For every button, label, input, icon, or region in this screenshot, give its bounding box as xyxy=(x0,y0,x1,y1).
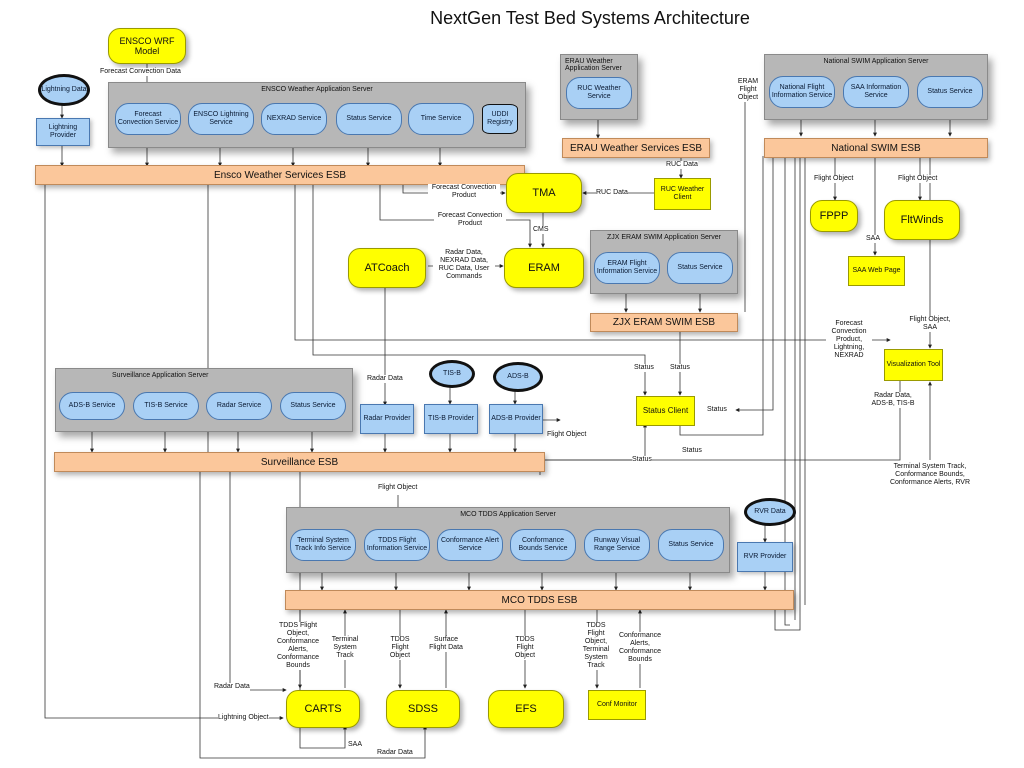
mco-tdds-app-server: MCO TDDS Application Server xyxy=(286,507,730,573)
label-forecast-convection-product-2: Forecast Convection Product xyxy=(434,212,506,228)
saa-web-page: SAA Web Page xyxy=(848,256,905,286)
saa-information-service: SAA Information Service xyxy=(843,76,909,108)
label-flight-object-4: Flight Object xyxy=(378,484,418,492)
conf-monitor: Conf Monitor xyxy=(588,690,646,720)
label-lightning-object: Lightning Object xyxy=(218,714,269,722)
label-ruc-data-2: RUC Data xyxy=(596,189,628,197)
ensco-weather-esb: Ensco Weather Services ESB xyxy=(35,165,525,185)
nswim-status-service: Status Service xyxy=(917,76,983,108)
carts-system: CARTS xyxy=(286,690,360,728)
server-title: MCO TDDS Application Server xyxy=(460,511,556,518)
label-cms: CMS xyxy=(533,226,549,234)
terminal-track-info-service: Terminal System Track Info Service xyxy=(290,529,356,561)
runway-visual-range-service: Runway Visual Range Service xyxy=(584,529,650,561)
ensco-status-service: Status Service xyxy=(336,103,402,135)
label-radar-data-3: Radar Data xyxy=(377,749,413,757)
eram-system: ERAM xyxy=(504,248,584,288)
label-radar-nexrad-ruc-commands: Radar Data, NEXRAD Data, RUC Data, User … xyxy=(433,249,495,281)
nexrad-service: NEXRAD Service xyxy=(261,103,327,135)
national-flight-info-service: National Flight Information Service xyxy=(769,76,835,108)
label-flight-object-3: Flight Object xyxy=(547,431,587,439)
national-swim-esb: National SWIM ESB xyxy=(764,138,988,158)
label-status-3: Status xyxy=(707,406,727,414)
ensco-wrf-model: ENSCO WRF Model xyxy=(108,28,186,64)
rvr-provider: RVR Provider xyxy=(737,542,793,572)
label-flight-object-2: Flight Object xyxy=(898,175,938,183)
server-title: ERAU Weather Application Server xyxy=(565,58,622,72)
adsb-service: ADS-B Service xyxy=(59,392,125,420)
zjx-eram-swim-esb: ZJX ERAM SWIM ESB xyxy=(590,313,738,332)
radar-service: Radar Service xyxy=(206,392,272,420)
mco-status-service: Status Service xyxy=(658,529,724,561)
rvr-data-cloud: RVR Data xyxy=(744,498,796,526)
label-surface-flight-data: Surface Flight Data xyxy=(428,636,464,652)
fppp-system: FPPP xyxy=(810,200,858,232)
conformance-bounds-service: Conformance Bounds Service xyxy=(510,529,576,561)
tisb-service: TIS-B Service xyxy=(133,392,199,420)
tdds-flight-info-service: TDDS Flight Information Service xyxy=(364,529,430,561)
label-terminal-conformance-rvr: Terminal System Track, Conformance Bound… xyxy=(886,463,974,487)
sdss-system: SDSS xyxy=(386,690,460,728)
label-conformance-alerts-bounds: Conformance Alerts, Conformance Bounds xyxy=(614,632,666,664)
lightning-data-cloud: Lightning Data xyxy=(38,74,90,106)
conformance-alert-service: Conformance Alert Service xyxy=(437,529,503,561)
label-forecast-convection-product-1: Forecast Convection Product xyxy=(428,184,500,200)
mco-tdds-esb: MCO TDDS ESB xyxy=(285,590,794,610)
label-radar-adsb-tisb: Radar Data, ADS-B, TIS-B xyxy=(870,392,916,408)
label-tdds-fo-2: TDDS Flight Object xyxy=(511,636,539,660)
ensco-lightning-service: ENSCO Lightning Service xyxy=(188,103,254,135)
label-status-4: Status xyxy=(682,447,702,455)
tma-system: TMA xyxy=(506,173,582,213)
tisb-provider: TIS-B Provider xyxy=(424,404,478,434)
atcoach-system: ATCoach xyxy=(348,248,426,288)
efs-system: EFS xyxy=(488,690,564,728)
server-title: ENSCO Weather Application Server xyxy=(261,86,373,93)
label-radar-data-2: Radar Data xyxy=(214,683,250,691)
label-flight-object-1: Flight Object xyxy=(814,175,854,183)
adsb-cloud: ADS-B xyxy=(493,362,543,392)
label-flight-object-saa: Flight Object, SAA xyxy=(904,316,956,332)
label-tdds-fo-1: TDDS Flight Object xyxy=(386,636,414,660)
erau-weather-esb: ERAU Weather Services ESB xyxy=(562,138,710,158)
server-title: ZJX ERAM SWIM Application Server xyxy=(607,234,721,241)
ruc-weather-service: RUC Weather Service xyxy=(566,77,632,109)
label-tdds-fo-conformance: TDDS Flight Object, Conformance Alerts, … xyxy=(274,622,322,670)
surveillance-esb: Surveillance ESB xyxy=(54,452,545,472)
visualization-tool: Visualization Tool xyxy=(884,349,943,381)
zjx-status-service: Status Service xyxy=(667,252,733,284)
page-title: NextGen Test Bed Systems Architecture xyxy=(430,8,750,28)
fltwinds-system: FltWinds xyxy=(884,200,960,240)
ruc-weather-client: RUC Weather Client xyxy=(654,178,711,210)
server-title: National SWIM Application Server xyxy=(823,58,929,65)
tisb-cloud: TIS-B xyxy=(429,360,475,388)
label-status-5: Status xyxy=(632,456,652,464)
label-saa-1: SAA xyxy=(866,235,881,243)
label-forecast-convection-data: Forecast Convection Data xyxy=(100,68,181,76)
forecast-convection-service: Forecast Convection Service xyxy=(115,103,181,135)
eram-flight-info-service: ERAM Flight Information Service xyxy=(594,252,660,284)
label-terminal-system-track: Terminal System Track xyxy=(328,636,362,660)
lightning-provider: Lightning Provider xyxy=(36,118,90,146)
label-tdds-fo-terminal: TDDS Flight Object, Terminal System Trac… xyxy=(580,622,612,670)
surveillance-status-service: Status Service xyxy=(280,392,346,420)
status-client: Status Client xyxy=(636,396,695,426)
uddi-registry: UDDI Registry xyxy=(482,104,518,134)
label-status-2: Status xyxy=(670,364,690,372)
adsb-provider: ADS-B Provider xyxy=(489,404,543,434)
label-fcp-lightning-nexrad: Forecast Convection Product, Lightning, … xyxy=(826,320,872,360)
label-ruc-data-1: RUC Data xyxy=(666,161,698,169)
label-radar-data-1: Radar Data xyxy=(367,375,403,383)
time-service: Time Service xyxy=(408,103,474,135)
label-status-1: Status xyxy=(634,364,654,372)
radar-provider: Radar Provider xyxy=(360,404,414,434)
server-title: Surveillance Application Server xyxy=(112,372,209,379)
label-saa-2: SAA xyxy=(348,741,363,749)
label-eram-flight-object: ERAM Flight Object xyxy=(734,78,762,102)
